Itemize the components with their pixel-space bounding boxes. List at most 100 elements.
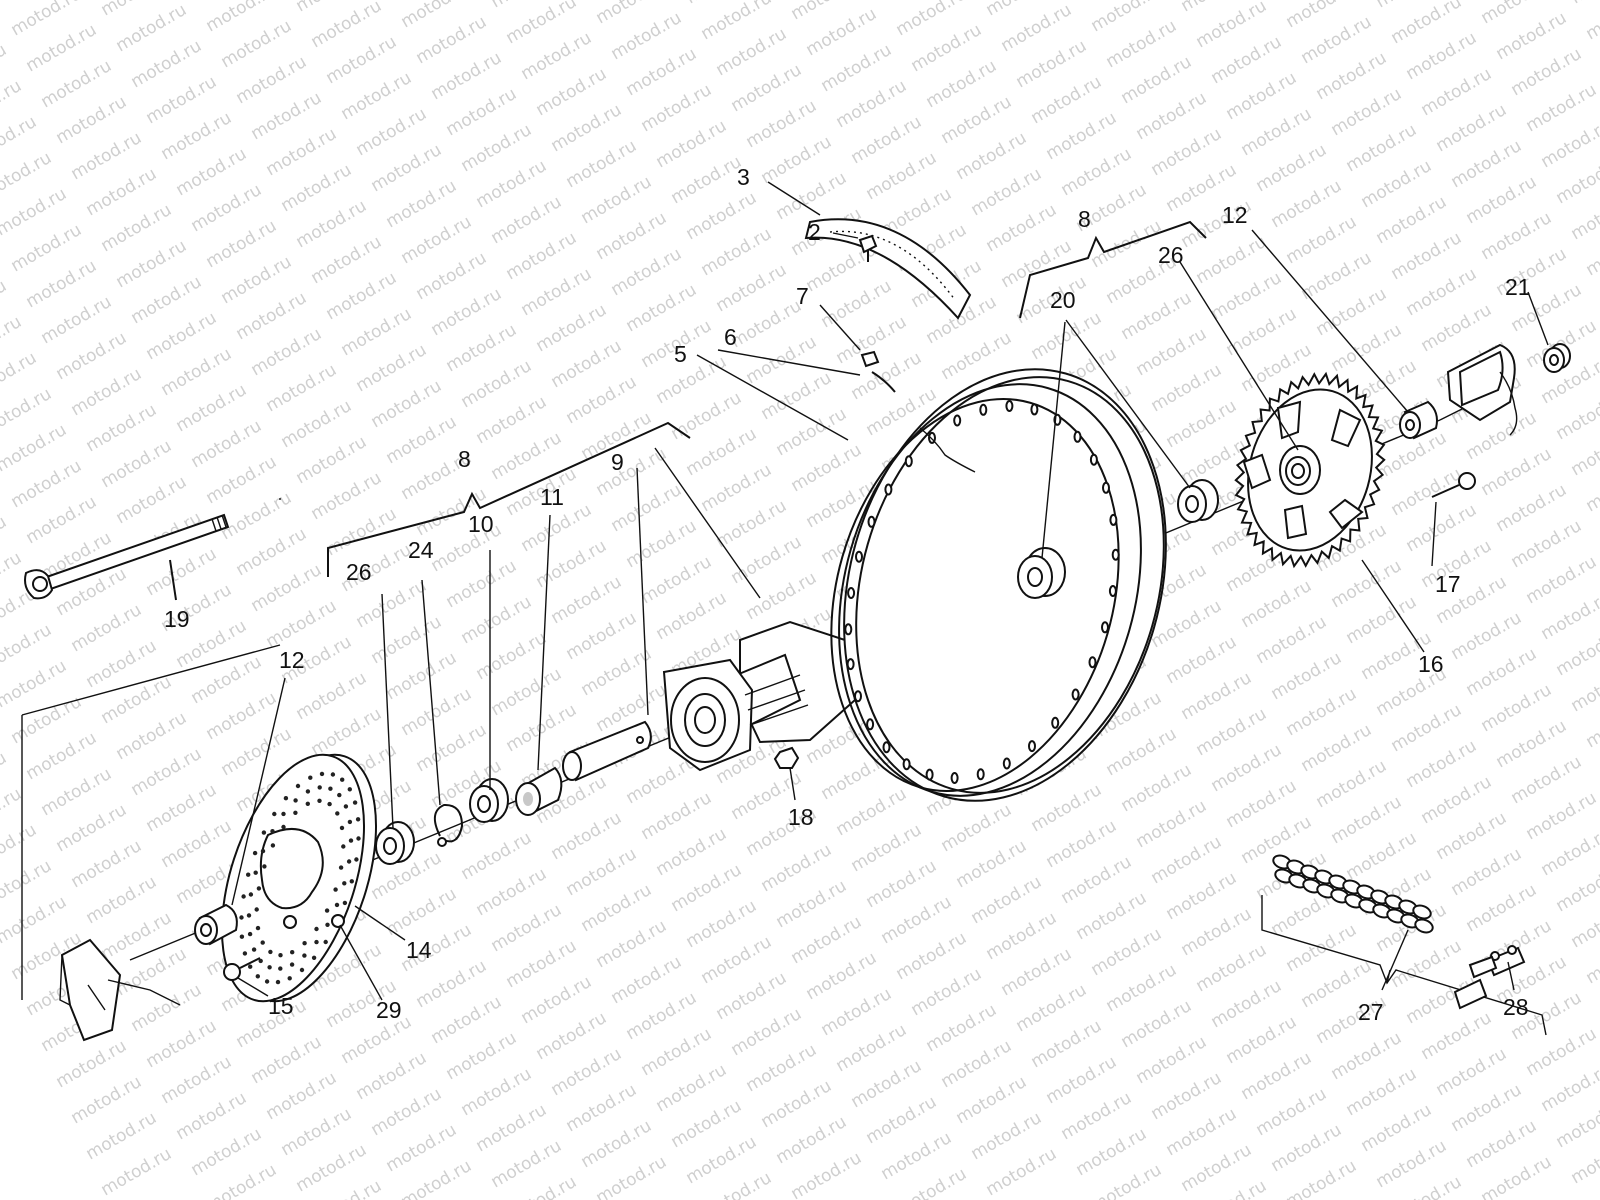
- spoke-hole: [847, 587, 856, 599]
- spoke-hole: [904, 455, 913, 468]
- disc-hole: [287, 976, 292, 981]
- callout-21: 21: [1505, 274, 1531, 300]
- spoke-hole: [866, 718, 875, 731]
- callout-6: 6: [724, 324, 737, 350]
- disc-hole: [258, 958, 263, 964]
- disc-hole: [246, 872, 251, 877]
- disc-hole: [328, 786, 333, 791]
- axle-part: [21, 498, 281, 1000]
- disc-hole: [341, 844, 346, 849]
- rim-tape-part: [804, 218, 972, 320]
- wheel-hub-part: [662, 620, 857, 772]
- disc-hole: [289, 962, 295, 967]
- leader-lines: [231, 181, 1549, 1001]
- disc-hole: [314, 939, 319, 945]
- disc-hole: [347, 819, 353, 825]
- callout-16: 16: [1418, 651, 1444, 677]
- nut-18-part: [773, 746, 800, 769]
- disc-hole: [268, 949, 273, 955]
- valve-part: [860, 350, 896, 393]
- disc-hole: [317, 785, 322, 790]
- disc-hole: [293, 798, 298, 803]
- disc-hole: [264, 979, 270, 984]
- chain-adjuster-left-part: [59, 938, 181, 1042]
- callout-labels: 3 2 7 6 5 8 9 11 10 24 26 19 12 14 15 29…: [164, 164, 1531, 1025]
- disc-hole: [239, 915, 244, 920]
- disc-hole: [355, 817, 361, 822]
- disc-hole: [248, 964, 253, 969]
- spoke-hole: [867, 515, 876, 528]
- disc-hole: [339, 825, 345, 831]
- disc-hole: [248, 892, 254, 897]
- distance-tube-part: [562, 720, 652, 782]
- spoke-hole: [1005, 400, 1014, 412]
- sprocket-part: [1234, 371, 1386, 569]
- disc-hole: [352, 800, 358, 805]
- callout-12-left: 12: [279, 647, 305, 673]
- watermark-text: motod.ru: [1568, 0, 1600, 8]
- callout-26-left: 26: [346, 559, 372, 585]
- disc-hole: [260, 940, 265, 945]
- spoke-hole: [953, 414, 962, 427]
- disc-hole: [337, 792, 342, 798]
- bearing-right-part: [1177, 479, 1219, 523]
- disc-hole: [346, 859, 352, 864]
- spoke-hole: [950, 772, 959, 784]
- spoke-hole: [1028, 740, 1036, 753]
- spoke-hole: [854, 690, 862, 703]
- circlip-part: [433, 803, 464, 847]
- bearing-10-part: [469, 778, 509, 823]
- disc-hole: [247, 931, 253, 937]
- disc-hole: [256, 886, 262, 891]
- disc-hole: [278, 953, 283, 958]
- disc-hole: [251, 947, 257, 952]
- spoke-hole: [1051, 716, 1060, 729]
- callout-9: 9: [611, 449, 624, 475]
- chain-joint-part: [1453, 945, 1526, 1010]
- callout-12-right: 12: [1222, 202, 1248, 228]
- disc-hole: [281, 811, 286, 817]
- callout-10: 10: [468, 511, 494, 537]
- disc-hole: [327, 801, 332, 807]
- disc-hole: [325, 922, 330, 927]
- disc-hole: [314, 926, 319, 932]
- disc-hole: [317, 798, 322, 803]
- disc-hole-pattern: [239, 771, 361, 985]
- disc-hole: [348, 838, 354, 843]
- disc-hole: [253, 870, 258, 875]
- disc-hole: [260, 848, 266, 854]
- callout-18: 18: [788, 804, 814, 830]
- spacer-left-part: [194, 903, 238, 946]
- callout-26-right: 26: [1158, 242, 1184, 268]
- spoke-hole: [846, 658, 855, 671]
- chain-link: [1414, 918, 1434, 934]
- bolt-2-part: [858, 234, 878, 262]
- disc-hole: [347, 787, 352, 792]
- collar-11-part: [515, 766, 563, 816]
- spacer-right-part: [1399, 400, 1438, 440]
- disc-hole: [241, 894, 246, 899]
- disc-hole: [281, 824, 286, 830]
- brake-disc-part: [220, 753, 378, 1003]
- callout-29: 29: [376, 997, 402, 1023]
- callout-28: 28: [1503, 994, 1529, 1020]
- disc-hole: [334, 902, 340, 908]
- disc-hole: [356, 836, 361, 841]
- disc-hole: [338, 865, 344, 870]
- disc-hole: [293, 810, 298, 815]
- chain-link: [1412, 904, 1432, 920]
- disc-hole: [246, 913, 252, 918]
- callout-20: 20: [1050, 287, 1076, 313]
- callout-11: 11: [540, 484, 564, 510]
- disc-hole: [324, 908, 330, 913]
- bolt-15-part: [223, 957, 261, 981]
- spoke-hole: [1073, 430, 1082, 443]
- group-bracket-left: [327, 421, 691, 577]
- disc-hole: [311, 955, 317, 960]
- callout-24: 24: [408, 537, 434, 563]
- disc-hole: [305, 801, 310, 806]
- spoke-hole: [1108, 585, 1117, 597]
- disc-hole: [262, 864, 267, 869]
- callout-2: 2: [808, 219, 821, 245]
